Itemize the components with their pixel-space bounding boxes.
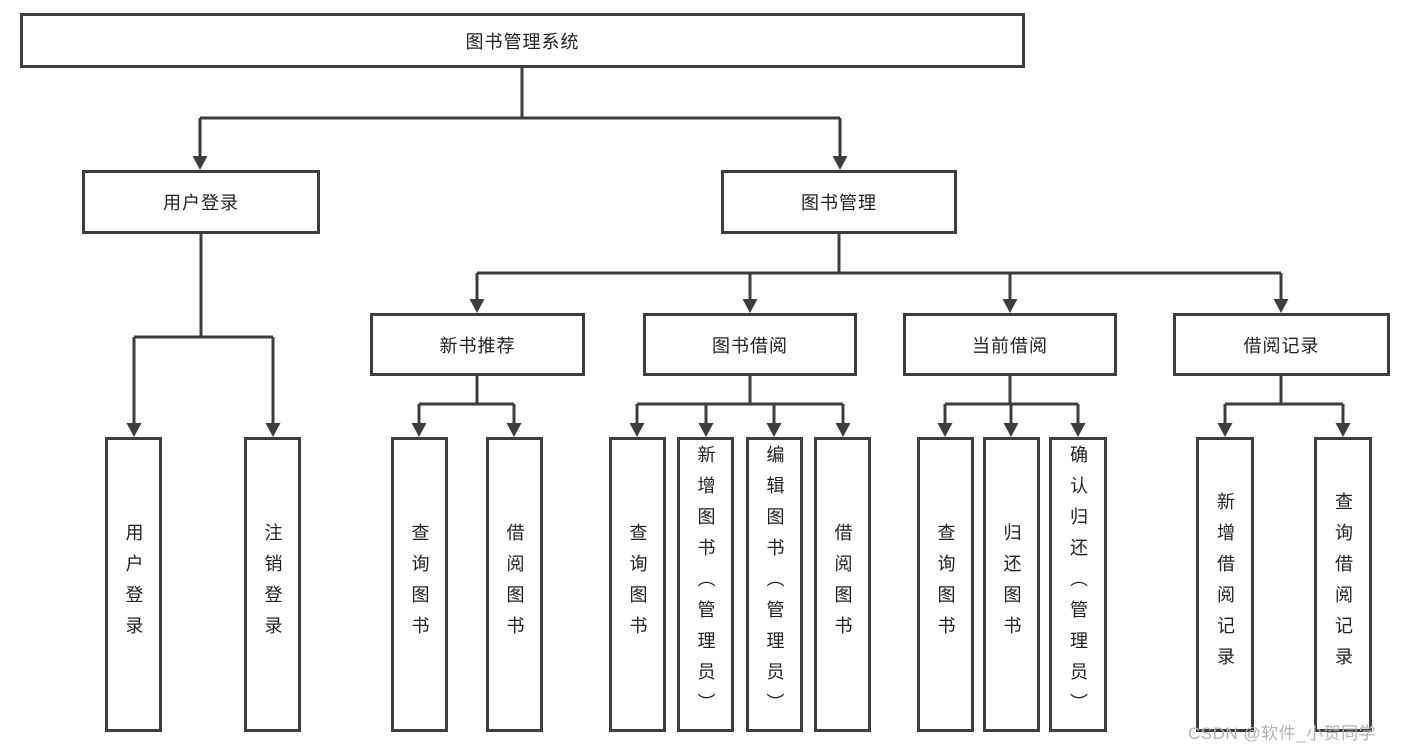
- node-book-management: 图书管理: [721, 170, 957, 234]
- leaf-confirm-return-admin: 确认归还（管理员）: [1049, 437, 1107, 732]
- leaf-label: 归还图书: [1001, 522, 1022, 647]
- node-new-book-recommendation: 新书推荐: [370, 313, 585, 376]
- leaf-label: 确认归还（管理员）: [1068, 445, 1088, 724]
- arrow-down-icon: [411, 423, 427, 437]
- arrowhead-icons: [126, 156, 1351, 437]
- arrow-down-icon: [1003, 423, 1019, 437]
- leaf-query-borrow-record: 查询借阅记录: [1314, 437, 1372, 732]
- arrow-down-icon: [698, 423, 714, 437]
- arrow-down-icon: [469, 299, 485, 313]
- leaf-label: 借阅图书: [832, 522, 853, 647]
- tree-edges: [132, 68, 1345, 425]
- arrow-down-icon: [742, 299, 758, 313]
- arrow-down-icon: [126, 423, 142, 437]
- leaf-add-borrow-record: 新增借阅记录: [1196, 437, 1254, 732]
- leaf-label: 查询图书: [627, 522, 648, 647]
- arrow-down-icon: [937, 423, 953, 437]
- leaf-label: 借阅图书: [504, 522, 525, 647]
- leaf-label: 查询图书: [935, 522, 956, 647]
- arrow-down-icon: [1002, 299, 1018, 313]
- arrow-down-icon: [1217, 423, 1233, 437]
- leaf-query-books-borrowing: 查询图书: [609, 437, 666, 732]
- arrow-down-icon: [835, 423, 851, 437]
- leaf-add-books-admin: 新增图书（管理员）: [677, 437, 734, 732]
- leaf-user-login: 用户登录: [105, 437, 162, 732]
- leaf-label: 查询图书: [409, 522, 430, 647]
- node-user-login: 用户登录: [82, 170, 320, 234]
- arrow-down-icon: [766, 423, 782, 437]
- leaf-label: 编辑图书（管理员）: [764, 445, 785, 724]
- watermark: CSDN @软件_小贺同学: [1188, 724, 1377, 743]
- node-library-management-system: 图书管理系统: [20, 13, 1025, 68]
- node-book-borrowing: 图书借阅: [643, 313, 857, 376]
- leaf-label: 新增借阅记录: [1215, 491, 1235, 678]
- leaf-logout-login: 注销登录: [244, 437, 301, 732]
- arrow-down-icon: [1273, 299, 1289, 313]
- leaf-return-books: 归还图书: [983, 437, 1040, 732]
- arrow-down-icon: [506, 423, 522, 437]
- leaf-label: 注销登录: [262, 522, 283, 647]
- arrow-down-icon: [265, 423, 281, 437]
- leaf-query-books-current: 查询图书: [917, 437, 974, 732]
- arrow-down-icon: [192, 156, 208, 170]
- arrow-down-icon: [629, 423, 645, 437]
- node-current-borrowing: 当前借阅: [903, 313, 1117, 376]
- leaf-edit-books-admin: 编辑图书（管理员）: [746, 437, 803, 732]
- node-borrowing-records: 借阅记录: [1173, 313, 1390, 376]
- leaf-borrow-books-newbook: 借阅图书: [486, 437, 543, 732]
- arrow-down-icon: [1335, 423, 1351, 437]
- leaf-borrow-books-borrowing: 借阅图书: [814, 437, 871, 732]
- leaf-label: 新增图书（管理员）: [695, 445, 716, 724]
- arrow-down-icon: [832, 156, 848, 170]
- leaf-label: 查询借阅记录: [1333, 491, 1353, 678]
- arrow-down-icon: [1070, 423, 1086, 437]
- leaf-query-books-newbook: 查询图书: [391, 437, 448, 732]
- leaf-label: 用户登录: [123, 522, 144, 647]
